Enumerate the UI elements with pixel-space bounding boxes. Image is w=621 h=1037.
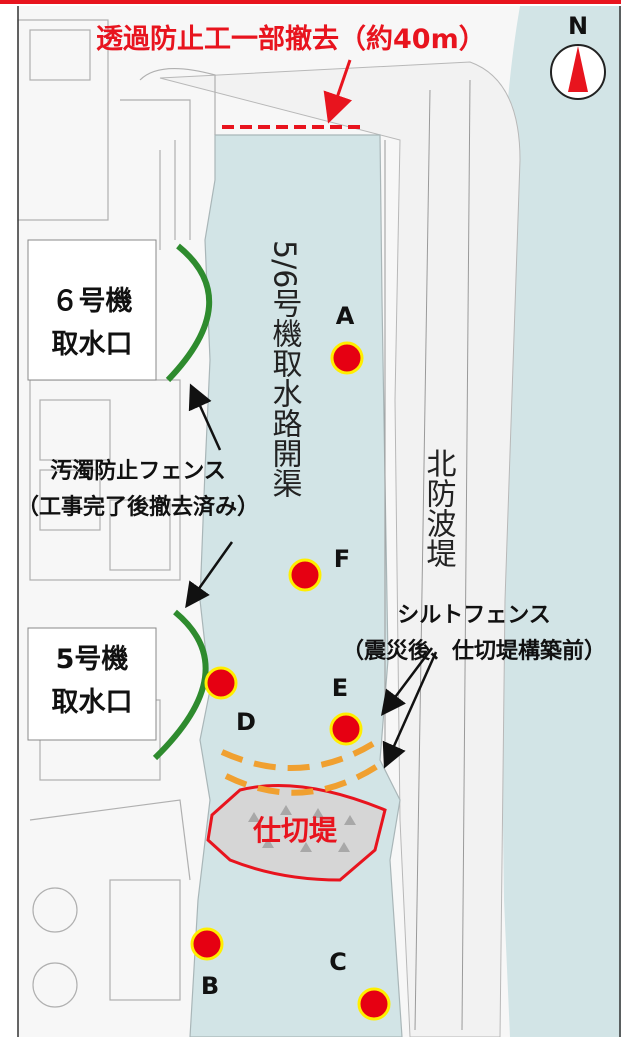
fence-arrow-up [188, 383, 222, 451]
dike-texture [248, 805, 356, 852]
silt-arrow-upper [381, 647, 433, 716]
west-structures [17, 19, 216, 1008]
silt-arrow-lower [382, 651, 438, 769]
unit6-label-line1: ６号機 [52, 286, 133, 317]
silt-fence-north [220, 735, 384, 772]
sampling-point-d: D [204, 666, 256, 736]
top-red-band [0, 0, 621, 4]
unit5-intake-box [27, 627, 157, 741]
sampling-point-a: A [330, 302, 364, 375]
point-label: C [329, 948, 347, 976]
unit6-intake-box [27, 239, 157, 381]
point-label: F [334, 545, 350, 573]
silt-fence-label-line1: シルトフェンス [397, 603, 551, 628]
turbidity-fence-label-line2: （工事完了後撤去済み） [17, 494, 259, 520]
unit5-label-line1: 5号機 [56, 644, 129, 675]
sampling-point-e: E [329, 674, 363, 746]
channel-label: 5/6号機取水路開渠 [267, 240, 303, 499]
map-title: 透過防止工一部撤去（約40m） [96, 23, 486, 55]
unit5-label-line2: 取水口 [52, 687, 133, 718]
point-marker [357, 987, 391, 1021]
sampling-point-b: B [190, 927, 224, 1000]
point-marker [329, 712, 363, 746]
north-arrow-needle [568, 46, 588, 92]
point-marker [204, 666, 238, 700]
turbidity-fence-label-line1: 汚濁防止フェンス [50, 459, 226, 484]
fence-arrow-down [185, 541, 234, 609]
title-arrow [323, 59, 353, 124]
point-marker [330, 341, 364, 375]
point-marker [288, 558, 322, 592]
sampling-point-c: C [329, 948, 391, 1021]
partition-dike [206, 784, 387, 882]
north-letter: N [568, 12, 588, 40]
sampling-point-f: F [288, 545, 350, 592]
breakwater-label: 北防波堤 [421, 448, 457, 568]
silt-fence-label-line2: （震災後、仕切堤構築前） [342, 638, 606, 664]
point-marker [190, 927, 224, 961]
north-arrow: N [550, 12, 606, 100]
turbidity-fence-unit6 [165, 243, 212, 383]
sea-east [500, 6, 621, 1037]
breakwater-body [159, 61, 521, 1037]
turbidity-fence-unit5 [152, 609, 209, 761]
silt-fence-south [224, 760, 384, 796]
point-label: A [336, 302, 355, 330]
breakwater-marks [384, 79, 471, 1031]
partition-dike-label: 仕切堤 [252, 814, 338, 847]
point-label: B [201, 972, 219, 1000]
unit6-label-line2: 取水口 [52, 329, 133, 360]
point-label: D [236, 708, 256, 736]
point-label: E [332, 674, 348, 702]
